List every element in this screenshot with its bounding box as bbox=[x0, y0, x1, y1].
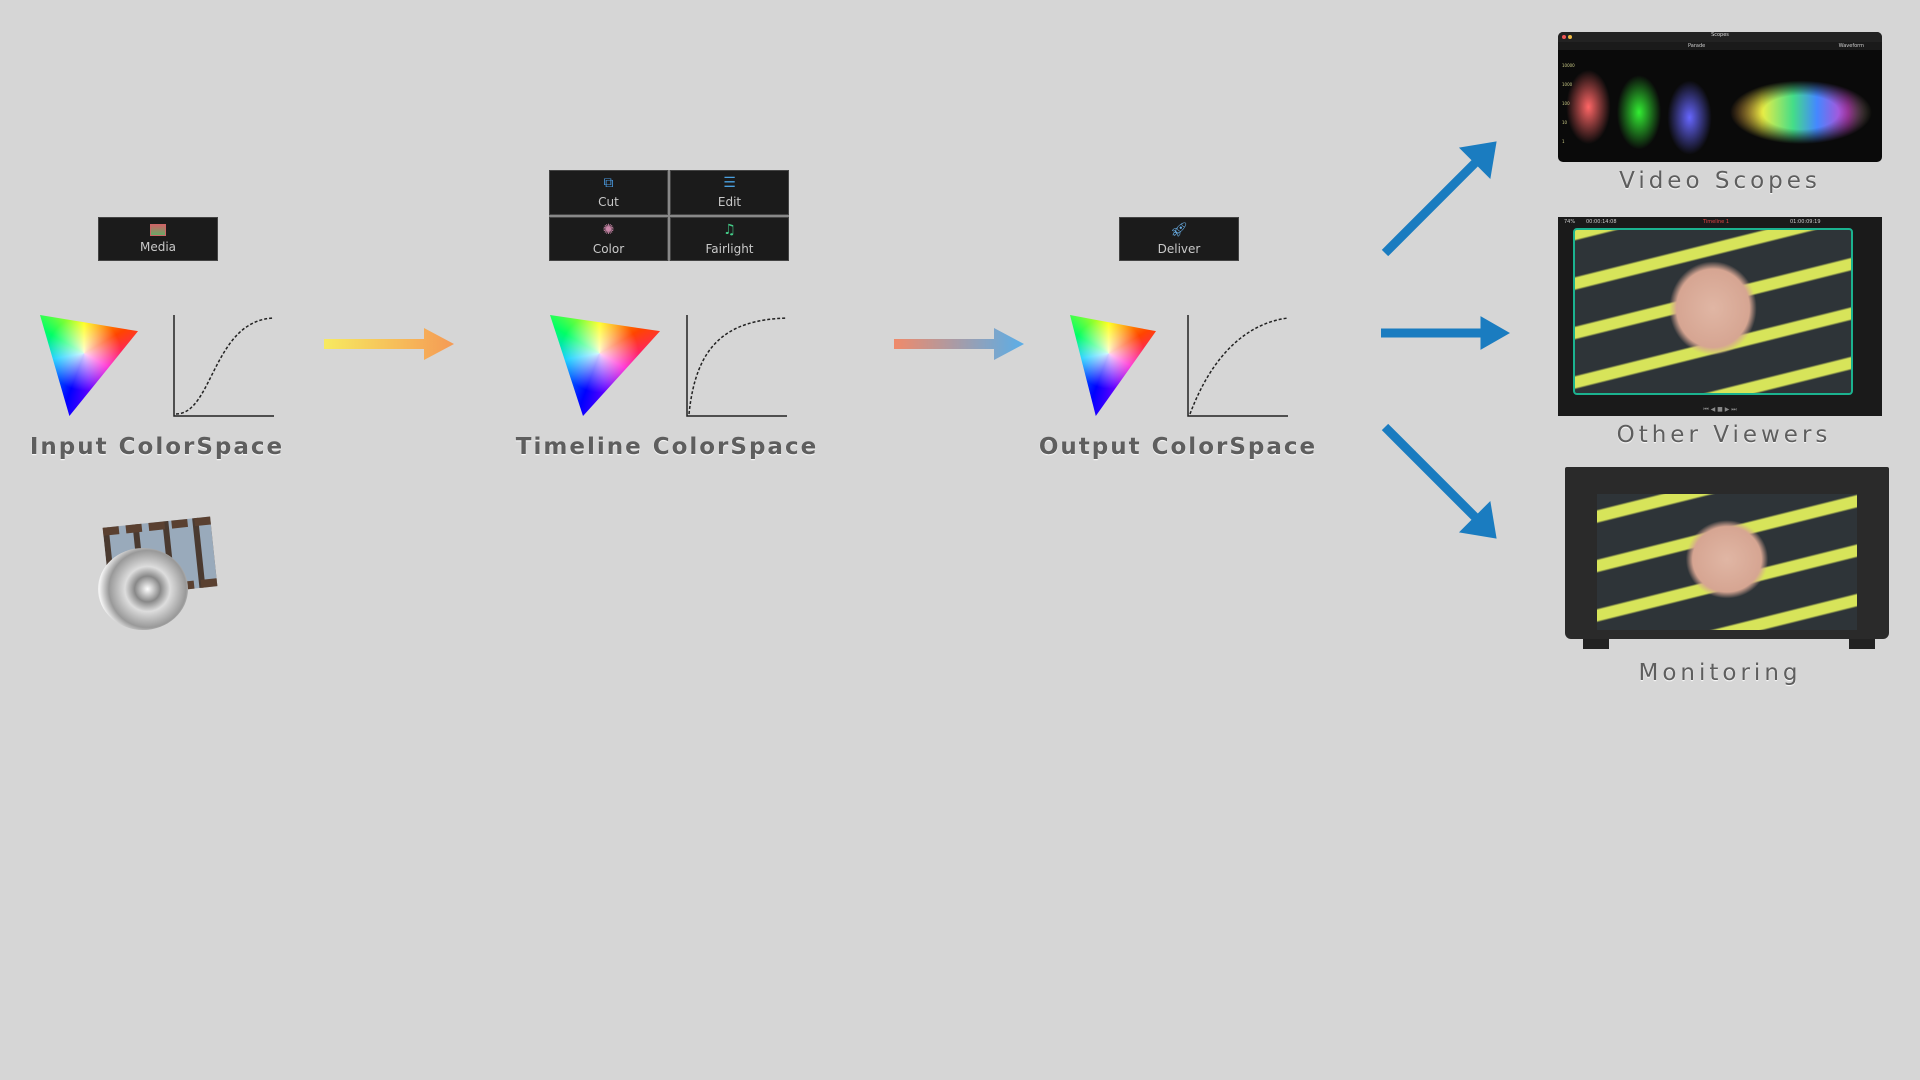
reference-monitor bbox=[1565, 467, 1889, 667]
edit-page-button[interactable]: ☰Edit bbox=[670, 170, 789, 215]
monitor-image bbox=[1597, 494, 1857, 630]
parade-dropdown[interactable]: Parade bbox=[1688, 43, 1706, 49]
video-scopes-label: Video Scopes bbox=[1619, 168, 1821, 194]
waveform-dropdown[interactable]: Waveform bbox=[1838, 43, 1864, 49]
fairlight-page-button[interactable]: ♫Fairlight bbox=[670, 216, 789, 261]
color-page-button[interactable]: ✺Color bbox=[549, 216, 668, 261]
other-viewers-label: Other Viewers bbox=[1616, 422, 1832, 448]
input-gamut-triangle bbox=[40, 315, 138, 416]
arrow-input-to-timeline bbox=[324, 328, 454, 360]
cut-icon: ⧉ bbox=[603, 175, 614, 192]
timeline-gamma-curve bbox=[686, 315, 788, 417]
output-gamut-triangle bbox=[1070, 315, 1156, 416]
input-gamma-curve bbox=[173, 315, 275, 417]
transport-controls[interactable]: ⏮ ◀ ■ ▶ ⏭ bbox=[1703, 406, 1737, 413]
media-film-speaker-icon bbox=[98, 514, 218, 632]
monitoring-label: Monitoring bbox=[1638, 660, 1802, 686]
timeline-dropdown[interactable]: Timeline 1 bbox=[1703, 219, 1730, 225]
deliver-page-button[interactable]: 🚀︎ Deliver bbox=[1119, 217, 1239, 261]
edit-icon: ☰ bbox=[723, 175, 736, 192]
color-icon: ✺ bbox=[602, 221, 615, 238]
music-note-icon: ♫ bbox=[723, 221, 736, 238]
media-page-button[interactable]: Media bbox=[98, 217, 218, 261]
zoom-dropdown[interactable]: 74% bbox=[1564, 219, 1576, 225]
timecode-left: 00:00:14:08 bbox=[1586, 219, 1617, 225]
timeline-gamut-triangle bbox=[550, 315, 660, 416]
minimize-icon[interactable] bbox=[1568, 35, 1572, 39]
viewer-image bbox=[1573, 228, 1853, 395]
monitor-foot-right bbox=[1849, 639, 1875, 649]
rocket-icon: 🚀︎ bbox=[1170, 222, 1188, 238]
output-arrows bbox=[1381, 141, 1511, 539]
monitor-foot-left bbox=[1583, 639, 1609, 649]
media-icon bbox=[150, 224, 166, 236]
cut-page-button[interactable]: ⧉Cut bbox=[549, 170, 668, 215]
timecode-right: 01:00:09:19 bbox=[1790, 219, 1821, 225]
output-gamma-curve bbox=[1187, 315, 1289, 417]
other-viewer-window: 74% 00:00:14:08 Timeline 1 01:00:09:19 ⏮… bbox=[1558, 217, 1882, 416]
close-icon[interactable] bbox=[1562, 35, 1566, 39]
input-colorspace-label: Input ColorSpace bbox=[29, 434, 285, 460]
timeline-colorspace-label: Timeline ColorSpace bbox=[515, 434, 819, 460]
output-colorspace-label: Output ColorSpace bbox=[1038, 434, 1318, 460]
waveform-scope bbox=[1722, 54, 1880, 160]
arrow-timeline-to-output bbox=[894, 328, 1024, 360]
page-button-grid: ⧉Cut ☰Edit ✺Color ♫Fairlight bbox=[549, 170, 789, 261]
